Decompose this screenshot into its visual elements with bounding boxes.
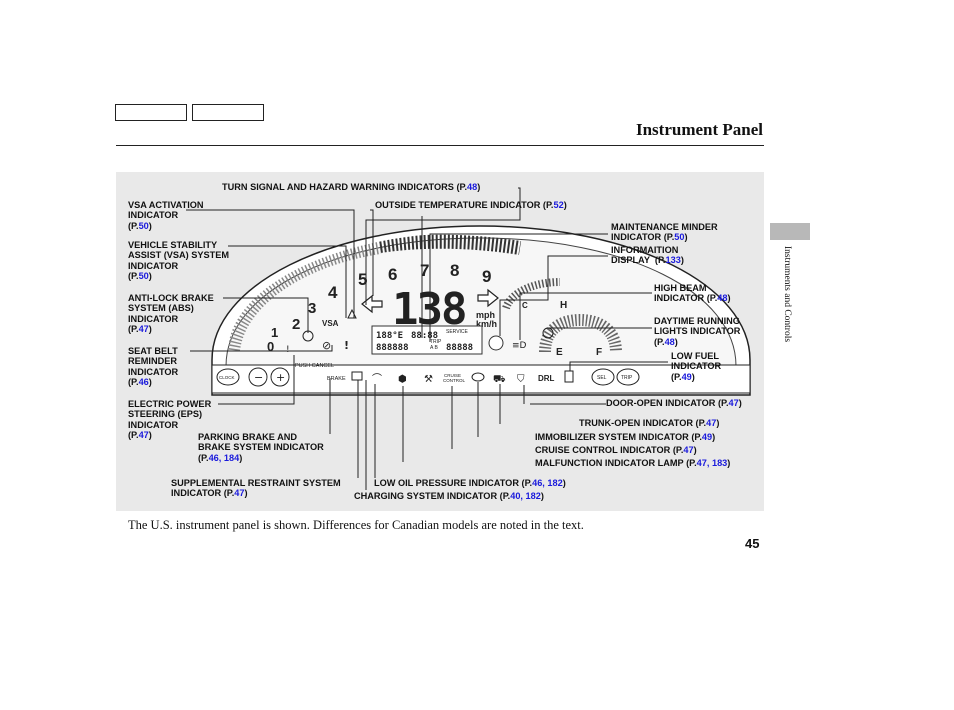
clock-button	[216, 368, 240, 386]
label-turn-signal: TURN SIGNAL AND HAZARD WARNING INDICATOR…	[222, 182, 481, 192]
leader-lines	[186, 187, 668, 490]
turn-left-arrow-icon	[361, 294, 383, 314]
label-charging: CHARGING SYSTEM INDICATOR (P.40, 182)	[354, 491, 544, 501]
section-tab-marker	[770, 223, 810, 240]
temp-h-label: H	[560, 300, 567, 311]
tach-number-2: 2	[292, 316, 300, 333]
page-number: 45	[745, 536, 760, 551]
label-maintenance: MAINTENANCE MINDER INDICATOR (P.50)	[611, 222, 718, 243]
tach-number-5: 5	[358, 270, 367, 289]
high-beam-icon: ≡D	[512, 341, 527, 351]
header-tab-box-1	[115, 104, 187, 121]
fuel-f-label: F	[596, 347, 602, 358]
tach-scale-band	[228, 234, 522, 352]
tach-number-1: 1	[271, 325, 278, 340]
cruise-label-sub: CONTROL	[443, 378, 465, 383]
trip-button-label: TRIP	[621, 375, 633, 381]
trip-readout: 88888	[446, 343, 473, 353]
label-immobilizer: IMMOBILIZER SYSTEM INDICATOR (P.49)	[535, 432, 716, 442]
label-outside-temp: OUTSIDE TEMPERATURE INDICATOR (P.52)	[375, 200, 567, 210]
label-drl: DAYTIME RUNNING LIGHTS INDICATOR (P.48)	[654, 316, 741, 347]
tach-number-6: 6	[388, 265, 397, 284]
trip-label: TRIP	[430, 339, 442, 345]
tach-number-9: 9	[482, 267, 491, 286]
eps-icon: !	[286, 345, 290, 355]
speed-unit-kmh: km/h	[476, 319, 497, 329]
clock-button-label: CLOCK	[219, 375, 235, 380]
fuel-e-label: E	[556, 347, 563, 358]
trip-ab-label: A B	[430, 345, 438, 351]
door-open-icon: ⛉	[517, 374, 525, 385]
mil-icon: ⬢	[398, 374, 407, 385]
label-low-fuel: LOW FUEL INDICATOR (P.49)	[671, 351, 722, 382]
outside-temp-readout: 188°E	[376, 331, 403, 341]
tach-number-7: 7	[420, 261, 429, 280]
info-display-frame	[371, 325, 483, 355]
page-title: Instrument Panel	[635, 120, 763, 139]
tach-number-3: 3	[308, 300, 316, 317]
label-eps: ELECTRIC POWER STEERING (EPS) INDICATOR …	[128, 399, 212, 441]
info-knob	[488, 335, 504, 351]
trip-button	[616, 368, 640, 386]
indicator-strip	[211, 364, 751, 394]
label-cruise: CRUISE CONTROL INDICATOR (P.47)	[535, 445, 697, 455]
immobilizer-icon	[471, 372, 485, 382]
low-fuel-icon	[564, 370, 574, 383]
seat-belt-icon: ⊘	[322, 339, 331, 352]
push-cancel-label: PUSH CANCEL	[295, 363, 334, 369]
tach-number-0: 0	[267, 339, 274, 354]
label-vsa-activation: VSA ACTIVATION INDICATOR (P.50)	[128, 200, 204, 231]
plus-button	[270, 367, 290, 387]
low-oil-icon: ⌒	[372, 373, 382, 385]
turn-right-arrow-icon	[477, 288, 499, 308]
label-high-beam: HIGH BEAM INDICATOR (P.48)	[654, 283, 731, 304]
tach-number-8: 8	[450, 261, 459, 280]
label-door-open: DOOR-OPEN INDICATOR (P.47)	[606, 398, 742, 408]
label-low-oil: LOW OIL PRESSURE INDICATOR (P.46, 182)	[374, 478, 566, 488]
sel-button-label: SEL	[597, 375, 607, 381]
section-tab-label: Instruments and Controls	[782, 246, 792, 343]
odometer-readout: 888888	[376, 343, 409, 353]
drl-text-indicator: DRL	[538, 374, 555, 383]
clock-readout: 88:88	[411, 331, 438, 341]
label-trunk-open: TRUNK-OPEN INDICATOR (P.47)	[579, 418, 720, 428]
trunk-open-icon: ⛟	[493, 374, 506, 385]
temp-gauge	[502, 278, 561, 310]
header-tab-box-2	[192, 104, 264, 121]
brake-indicator-label: BRAKE	[327, 376, 346, 382]
tach-number-4: 4	[328, 283, 338, 302]
label-mil: MALFUNCTION INDICATOR LAMP (P.47, 183)	[535, 458, 731, 468]
plus-icon: +	[276, 371, 285, 384]
figure-caption: The U.S. instrument panel is shown. Diff…	[128, 518, 584, 532]
vsa-activation-icon: VSA	[322, 319, 339, 328]
label-vsa-system: VEHICLE STABILITY ASSIST (VSA) SYSTEM IN…	[128, 240, 230, 282]
label-seat-belt: SEAT BELT REMINDER INDICATOR (P.46)	[128, 346, 179, 388]
label-parking-brake: PARKING BRAKE AND BRAKE SYSTEM INDICATOR…	[198, 432, 324, 463]
label-info-display: INFORMAITION DISPLAY (P.133)	[611, 245, 684, 266]
label-srs: SUPPLEMENTAL RESTRAINT SYSTEM INDICATOR …	[171, 478, 341, 499]
minus-icon: −	[254, 371, 263, 384]
header-rule	[116, 145, 764, 146]
cruise-label-main: CRUISE	[444, 373, 461, 378]
label-abs: ANTI-LOCK BRAKE SYSTEM (ABS) INDICATOR (…	[128, 293, 214, 335]
temp-c-label: C	[522, 301, 528, 310]
fuel-gauge	[539, 313, 622, 353]
sel-button	[591, 368, 615, 386]
service-label: SERVICE	[446, 329, 469, 335]
eps-wrench-icon: ⚒	[424, 374, 433, 385]
speed-unit-mph: mph	[476, 310, 495, 320]
srs-icon: !	[344, 339, 349, 352]
minus-button	[248, 367, 268, 387]
charging-icon	[351, 371, 363, 381]
